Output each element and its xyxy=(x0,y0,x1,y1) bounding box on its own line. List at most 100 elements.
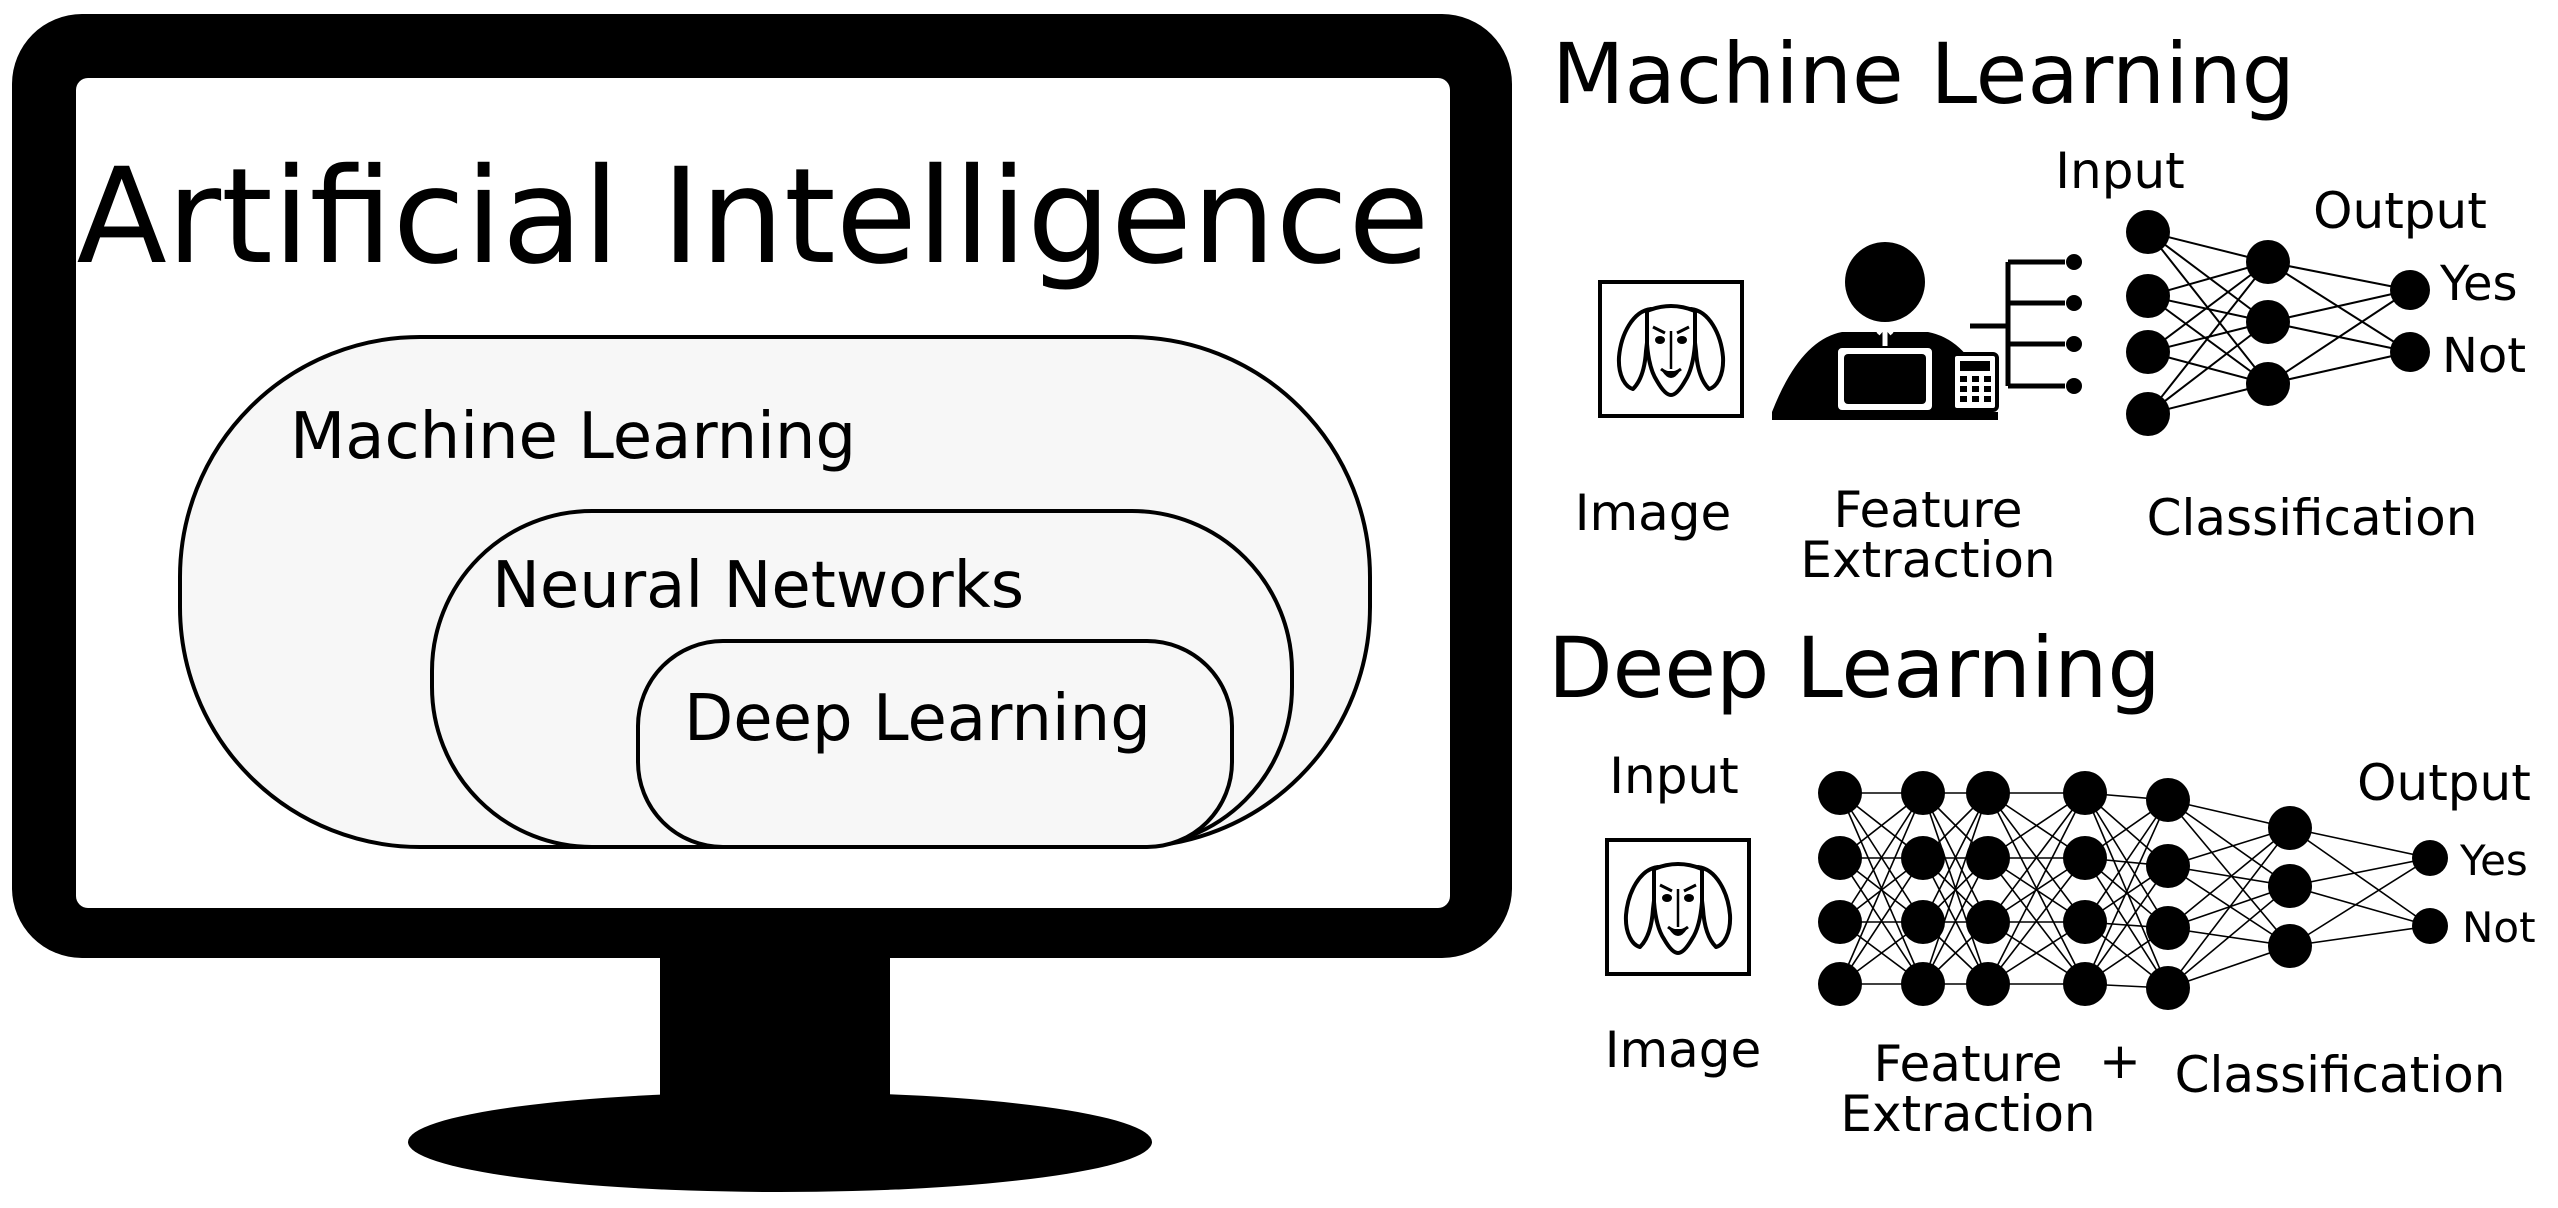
network-edge xyxy=(1987,792,2086,923)
network-node xyxy=(2063,771,2107,815)
network-node xyxy=(2063,900,2107,944)
ml-heading: Machine Learning xyxy=(1552,25,2295,123)
network-edge xyxy=(2267,289,2411,323)
monitor-stand xyxy=(408,1092,1152,1192)
network-node xyxy=(2412,908,2448,944)
network-node xyxy=(2146,778,2190,822)
ml-input-label: Input xyxy=(2055,142,2184,200)
dl-image-card xyxy=(1605,838,1751,976)
network-edge xyxy=(1922,857,1989,985)
dl-input-label: Input xyxy=(1609,747,1738,805)
dl-output-label: Output xyxy=(2357,754,2531,812)
ml-image-caption: Image xyxy=(1575,484,1732,542)
network-edge xyxy=(2267,351,2411,385)
network-node xyxy=(2146,966,2190,1010)
dl-feature-caption-line1: Feature xyxy=(1874,1035,2063,1093)
region-deep-learning xyxy=(636,639,1234,849)
dl-image-caption: Image xyxy=(1605,1021,1762,1079)
ml-output-label: Output xyxy=(2313,182,2487,240)
network-node xyxy=(2146,906,2190,950)
region-deep-learning-label: Deep Learning xyxy=(684,682,1151,756)
network-edge xyxy=(2147,295,2269,385)
network-edge xyxy=(1987,792,2086,985)
network-node xyxy=(1818,771,1862,815)
ml-yes-label: Yes xyxy=(2439,256,2517,312)
network-node xyxy=(1818,900,1862,944)
network-edge xyxy=(2147,261,2269,415)
network-edge xyxy=(2147,231,2269,323)
network-edge xyxy=(2267,289,2411,385)
dl-not-label: Not xyxy=(2462,903,2536,952)
network-edge xyxy=(1839,792,1924,923)
network-node xyxy=(2063,962,2107,1006)
ml-image-card xyxy=(1598,280,1744,418)
network-node xyxy=(2246,300,2290,344)
network-node xyxy=(2268,924,2312,968)
network-node xyxy=(1901,962,1945,1006)
network-edge xyxy=(2147,321,2269,415)
network-node xyxy=(2268,806,2312,850)
network-edge xyxy=(1839,792,1924,985)
network-edge xyxy=(2167,827,2291,929)
dl-neural-network xyxy=(1818,771,2448,1010)
network-node xyxy=(1818,962,1862,1006)
network-edge xyxy=(2167,885,2291,989)
region-machine-learning-label: Machine Learning xyxy=(290,400,856,474)
ml-not-label: Not xyxy=(2442,328,2526,384)
ml-feature-caption-line2: Extraction xyxy=(1800,531,2055,589)
network-node xyxy=(1966,771,2010,815)
ml-classification-caption: Classification xyxy=(2147,489,2478,547)
ml-neural-network xyxy=(2126,210,2430,436)
network-node xyxy=(2063,836,2107,880)
network-edge xyxy=(2289,827,2431,927)
ml-pipeline: Machine Learning Image xyxy=(1552,25,2526,589)
dl-feature-caption-line2: Extraction xyxy=(1840,1085,2095,1143)
network-node xyxy=(2390,332,2430,372)
network-node xyxy=(2126,330,2170,374)
network-edge xyxy=(2084,799,2169,923)
feature-dots xyxy=(2066,254,2082,394)
monitor: Artificial Intelligence Machine Learning… xyxy=(12,14,1512,1192)
network-node xyxy=(1901,900,1945,944)
network-node xyxy=(2246,240,2290,284)
network-edge xyxy=(2267,261,2411,291)
network-edge xyxy=(1839,857,1924,985)
ml-feature-caption-line1: Feature xyxy=(1834,481,2023,539)
network-node xyxy=(2146,844,2190,888)
monitor-title: Artificial Intelligence xyxy=(77,140,1430,294)
network-node xyxy=(1966,900,2010,944)
network-edge xyxy=(2289,857,2431,887)
dl-plus-sign: + xyxy=(2099,1032,2141,1090)
network-edge xyxy=(2167,799,2291,947)
network-node xyxy=(2390,270,2430,310)
network-node xyxy=(1966,962,2010,1006)
network-edge xyxy=(2289,925,2431,947)
network-node xyxy=(2268,864,2312,908)
network-node xyxy=(1901,771,1945,815)
network-edge xyxy=(2167,799,2291,887)
monitor-neck xyxy=(660,950,890,1118)
dl-heading: Deep Learning xyxy=(1548,619,2161,717)
network-node xyxy=(1901,836,1945,880)
network-node xyxy=(1818,836,1862,880)
person-at-laptop-icon xyxy=(1772,242,1998,420)
network-node xyxy=(2412,840,2448,876)
network-edge xyxy=(2084,865,2169,985)
network-edge xyxy=(2147,261,2269,353)
network-edge xyxy=(2289,827,2431,859)
region-neural-networks-label: Neural Networks xyxy=(492,549,1024,623)
network-edge xyxy=(2084,857,2169,989)
dl-classification-caption: Classification xyxy=(2175,1046,2506,1104)
network-node xyxy=(2126,274,2170,318)
network-edge xyxy=(2289,857,2431,947)
network-edge xyxy=(1922,792,1989,923)
network-edge xyxy=(2084,799,2169,985)
network-edge xyxy=(1922,792,1989,985)
calculator-icon xyxy=(1951,352,1999,412)
network-edge xyxy=(2289,885,2431,927)
network-node xyxy=(2126,210,2170,254)
network-node xyxy=(2126,392,2170,436)
dl-pipeline: Deep Learning Input Image Output Yes Not… xyxy=(1548,619,2536,1143)
network-edge xyxy=(2167,827,2291,989)
